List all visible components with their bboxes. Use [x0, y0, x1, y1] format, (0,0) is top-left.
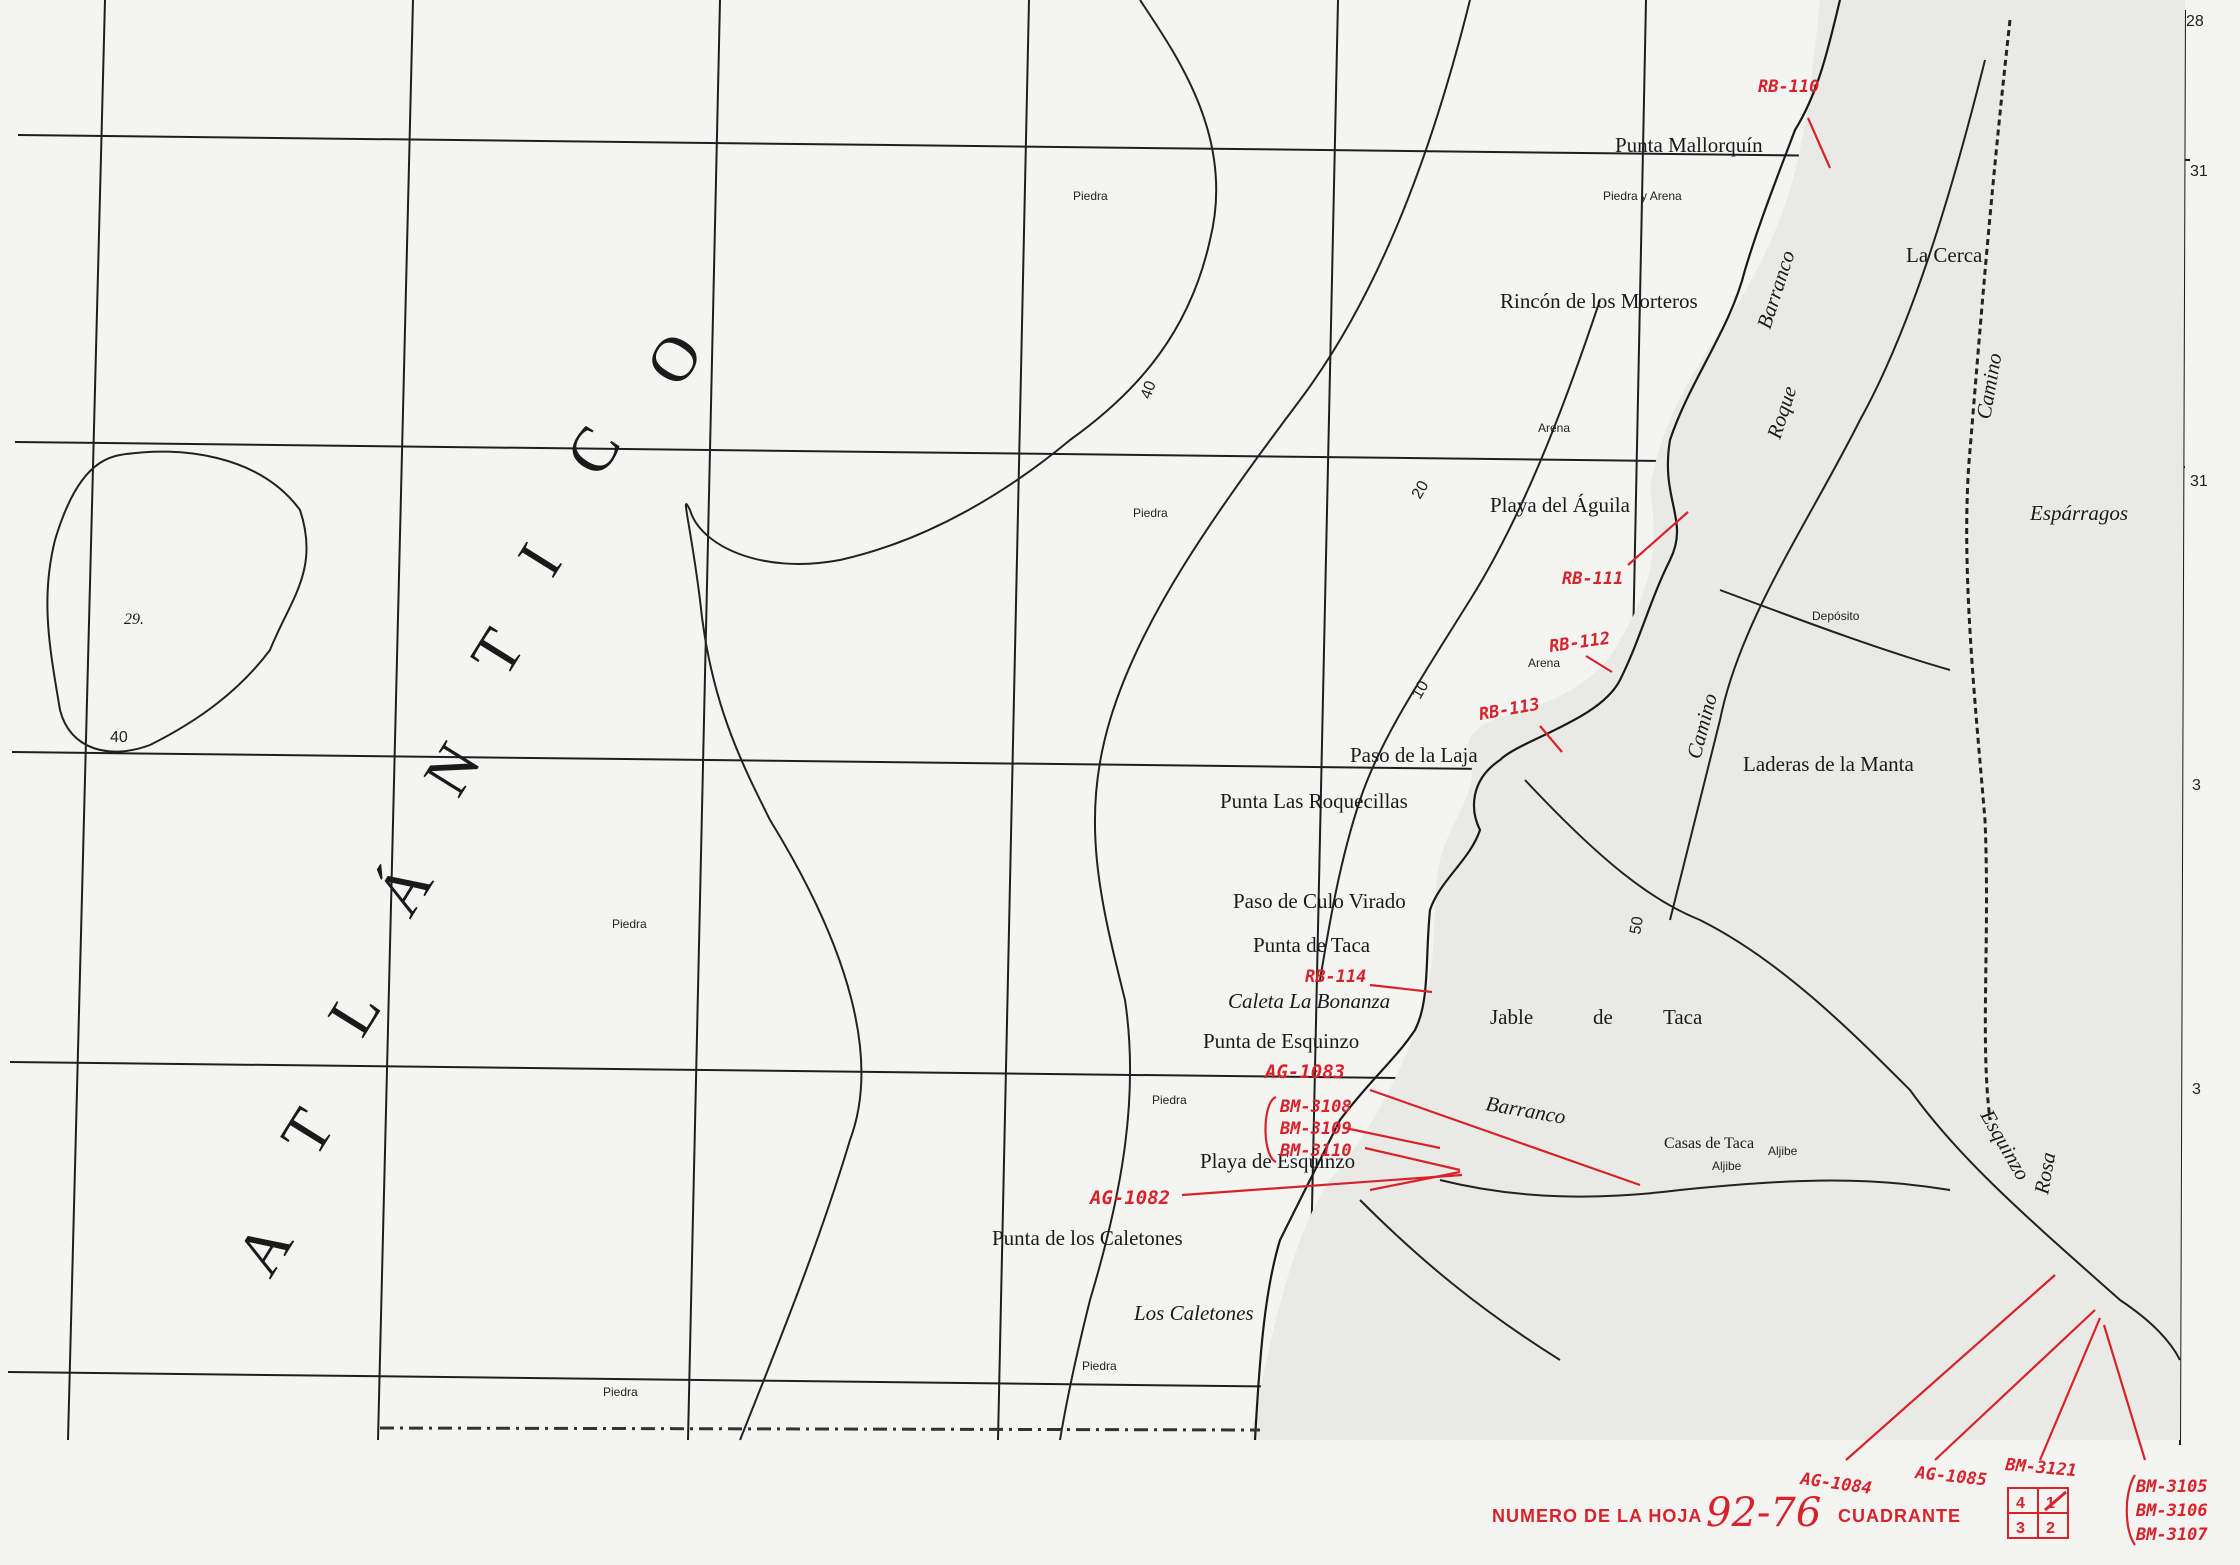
annotation-leaders: [1181, 117, 2147, 1546]
place-label: La Cerca: [1906, 243, 1983, 267]
place-label: Playa del Águila: [1490, 493, 1631, 517]
quadrant-cell: 3: [2016, 1520, 2026, 1537]
seabed-label: Piedra: [1082, 1359, 1117, 1373]
seabed-label: Piedra: [1073, 189, 1108, 203]
place-label: Punta Mallorquín: [1615, 133, 1763, 157]
island-depth: 29.: [124, 611, 144, 628]
place-label: Paso de Culo Virado: [1233, 889, 1406, 913]
ocean-letter: T: [267, 1095, 349, 1167]
place-label: Paso de la Laja: [1350, 743, 1478, 767]
place-label: Punta de Taca: [1253, 933, 1371, 957]
place-label: Laderas de la Manta: [1743, 752, 1915, 776]
place-label: de: [1593, 1005, 1613, 1029]
feature-label: Espárragos: [2029, 501, 2128, 525]
landmark-label: Aljibe: [1768, 1144, 1798, 1158]
sheet-number-label: NUMERO DE LA HOJA: [1492, 1506, 1702, 1526]
seabed-labels: Piedra Piedra y Arena Arena Piedra Arena…: [603, 189, 1860, 1399]
roads: [1359, 19, 2181, 1361]
seabed-label: Piedra: [1152, 1093, 1187, 1107]
place-label: Los Caletones: [1133, 1301, 1254, 1325]
place-label: Punta Las Roquecillas: [1220, 789, 1408, 813]
annotation-label: RB-110: [1758, 77, 1819, 97]
place-label: Caleta La Bonanza: [1228, 989, 1390, 1013]
seabed-label: Arena: [1528, 656, 1560, 670]
seabed-label: Piedra: [1133, 506, 1168, 520]
annotation-label: RB-114: [1305, 967, 1366, 987]
annotation-label: RB-111: [1562, 569, 1623, 589]
coastline: [1253, 0, 1842, 1441]
annotation-label: AG-1083: [1263, 1061, 1345, 1083]
annotation-label: BM-3105: [2135, 1477, 2208, 1497]
place-label: Playa de Esquinzo: [1200, 1149, 1355, 1173]
depth-contours: [46, 0, 1601, 1441]
quadrant-grid: 4 1 3 2: [2007, 1487, 2069, 1539]
landmark-label: Depósito: [1812, 609, 1860, 623]
place-label: Taca: [1663, 1005, 1703, 1029]
quadrant-cell: 2: [2046, 1520, 2056, 1537]
grid-number: 3: [2192, 1081, 2201, 1098]
annotation-label: BM-3107: [2135, 1525, 2208, 1545]
annotation-label: BM-3109: [1279, 1119, 1352, 1139]
seabed-label: Piedra y Arena: [1603, 189, 1682, 203]
place-label: Casas de Taca: [1664, 1135, 1754, 1152]
grid-edge-labels: 28 31 31 3 3: [2186, 13, 2208, 1098]
depth-label: 50: [1627, 915, 1647, 936]
island-contour-label: 40: [110, 729, 128, 746]
depth-labels: 40 20 10 50 29. 40: [110, 379, 1647, 936]
sheet-footer: NUMERO DE LA HOJA 92-76 CUADRANTE 4 1 3 …: [1492, 1487, 2069, 1539]
ocean-letter: N: [410, 729, 496, 808]
land-hatching: [1250, 0, 2185, 1440]
place-label: Punta de los Caletones: [992, 1226, 1183, 1250]
ocean-name: A T L Á N T I C O: [222, 319, 718, 1288]
ocean-letter: O: [632, 319, 718, 398]
ocean-letter: T: [457, 615, 539, 687]
landmark-label: Aljibe: [1712, 1159, 1742, 1173]
quadrant-cell: 4: [2016, 1495, 2026, 1512]
annotation-label: BM-3110: [1279, 1141, 1352, 1161]
grid-number: 31: [2190, 163, 2208, 180]
grid-number: 28: [2186, 13, 2204, 30]
annotation-label: BM-3106: [2135, 1501, 2208, 1521]
ocean-letter: A: [222, 1209, 308, 1288]
quadrant-label: CUADRANTE: [1838, 1506, 1961, 1526]
depth-label: 40: [1138, 379, 1160, 402]
annotation-label: BM-3121: [2004, 1455, 2078, 1481]
grid-number: 31: [2190, 473, 2208, 490]
annotation-label: AG-1082: [1088, 1187, 1170, 1209]
annotation-label: BM-3108: [1279, 1097, 1352, 1117]
place-label: Jable: [1490, 1005, 1533, 1029]
annotation-label: AG-1085: [1913, 1463, 1987, 1490]
depth-label: 10: [1409, 678, 1433, 702]
ocean-letter: I: [504, 530, 577, 587]
place-label: Rincón de los Morteros: [1500, 289, 1698, 313]
grid-number: 3: [2192, 777, 2201, 794]
depth-label: 20: [1409, 478, 1433, 502]
ocean-letter: L: [314, 975, 396, 1047]
annotation-label: RB-112: [1548, 629, 1612, 657]
sheet-number: 92-76: [1706, 1490, 1821, 1536]
map-bottom-edge: [379, 1426, 1261, 1432]
ocean-letter: Á: [362, 849, 448, 928]
place-label: Punta de Esquinzo: [1203, 1029, 1359, 1053]
ocean-letter: C: [552, 412, 636, 488]
seabed-label: Piedra: [603, 1385, 638, 1399]
quadrant-cell: 1: [2046, 1495, 2056, 1512]
seabed-label: Piedra: [612, 917, 647, 931]
seabed-label: Arena: [1538, 421, 1570, 435]
